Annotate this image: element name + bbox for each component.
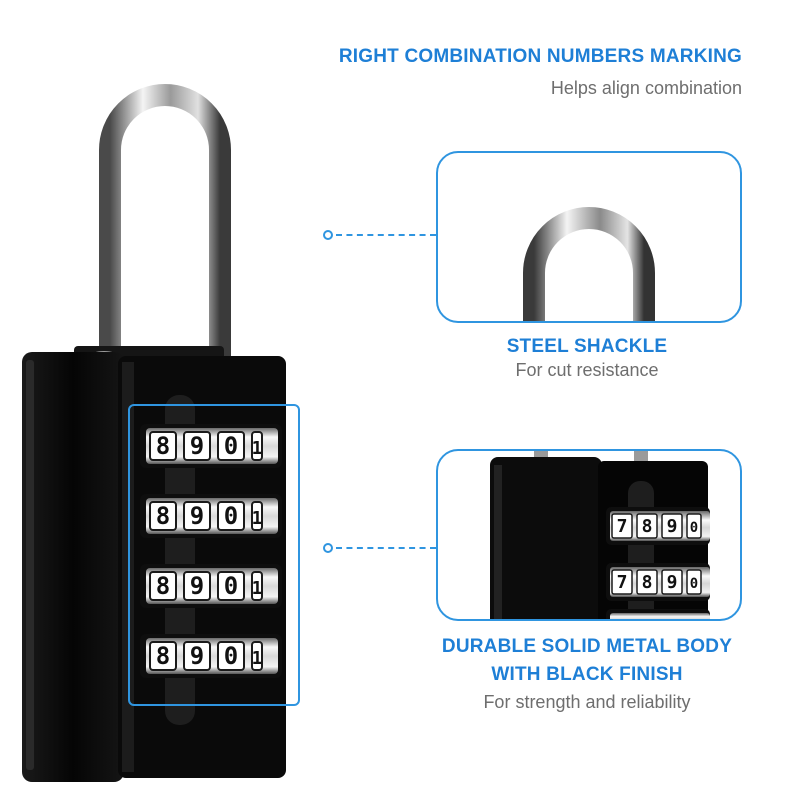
shackle-detail-image [523, 207, 655, 321]
connector-dot [323, 543, 333, 553]
feature-subtitle-numbers-marking: Helps align combination [550, 78, 742, 98]
detail-dial-digit: 8 [642, 572, 653, 593]
dial-digit: 0 [224, 502, 238, 530]
dial-digit: 8 [156, 432, 170, 460]
feature-title-steel-shackle: STEEL SHACKLE [506, 336, 668, 357]
dial-digit: 0 [224, 432, 238, 460]
dial-digit: 1 [252, 578, 263, 599]
detail-dial-digit: 7 [617, 572, 628, 593]
dial-highlight-box [128, 404, 300, 706]
lock-body [22, 352, 124, 782]
detail-dial-digit: 9 [667, 516, 678, 537]
dial-digit: 8 [156, 572, 170, 600]
dial-digit: 9 [190, 432, 204, 460]
dial-digit: 9 [190, 642, 204, 670]
dial-digit: 0 [224, 572, 238, 600]
connector-line [336, 234, 436, 236]
dial-digit: 1 [252, 438, 263, 459]
connector-line [336, 547, 436, 549]
dial-digit: 0 [224, 642, 238, 670]
detail-dial-wheel [606, 609, 710, 619]
dial-digit: 9 [190, 572, 204, 600]
detail-dial-digit: 9 [667, 572, 678, 593]
dial-digit: 8 [156, 642, 170, 670]
dial-digit: 1 [252, 648, 263, 669]
detail-dial-digit: 0 [690, 520, 698, 536]
dial-digit: 1 [252, 508, 263, 529]
steel-shackle-card [436, 151, 742, 323]
detail-dial-digit: 8 [642, 516, 653, 537]
feature-subtitle-steel-shackle: For cut resistance [515, 360, 659, 380]
detail-dial-digit: 7 [617, 516, 628, 537]
feature-subtitle-metal-body: For strength and reliability [483, 692, 691, 712]
feature-title-numbers-marking: RIGHT COMBINATION NUMBERS MARKING [338, 46, 742, 67]
dial-digit: 9 [190, 502, 204, 530]
feature-title-metal-body-line2: WITH BLACK FINISH [491, 664, 683, 685]
connector-dot [323, 230, 333, 240]
dial-digit: 8 [156, 502, 170, 530]
shackle [99, 84, 231, 381]
feature-title-metal-body-line1: DURABLE SOLID METAL BODY [441, 636, 733, 657]
detail-dial-digit: 0 [690, 576, 698, 592]
